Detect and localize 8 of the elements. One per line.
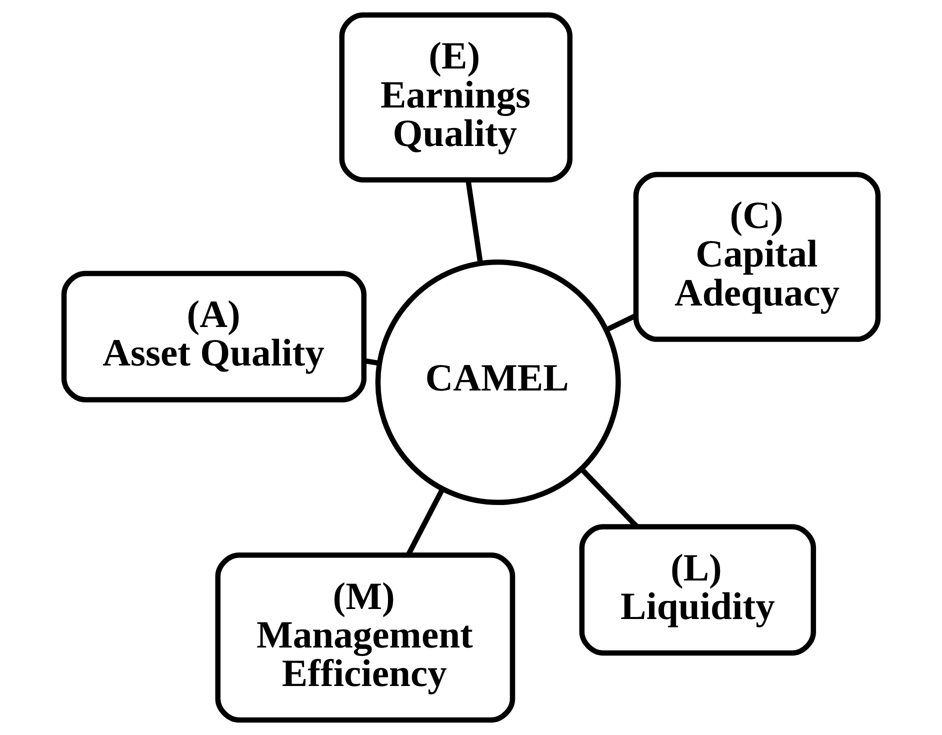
node-circle: CAMEL (375, 260, 621, 506)
node-box: (A) Asset Quality (61, 270, 367, 402)
node-box: (L) Liquidity (579, 524, 816, 656)
node-box: (E) Earnings Quality (339, 12, 572, 182)
node-box: (C) Capital Adequacy (633, 172, 881, 342)
node-box: (M) Management Efficiency (215, 552, 516, 723)
connector (466, 180, 484, 264)
connector (364, 358, 380, 366)
